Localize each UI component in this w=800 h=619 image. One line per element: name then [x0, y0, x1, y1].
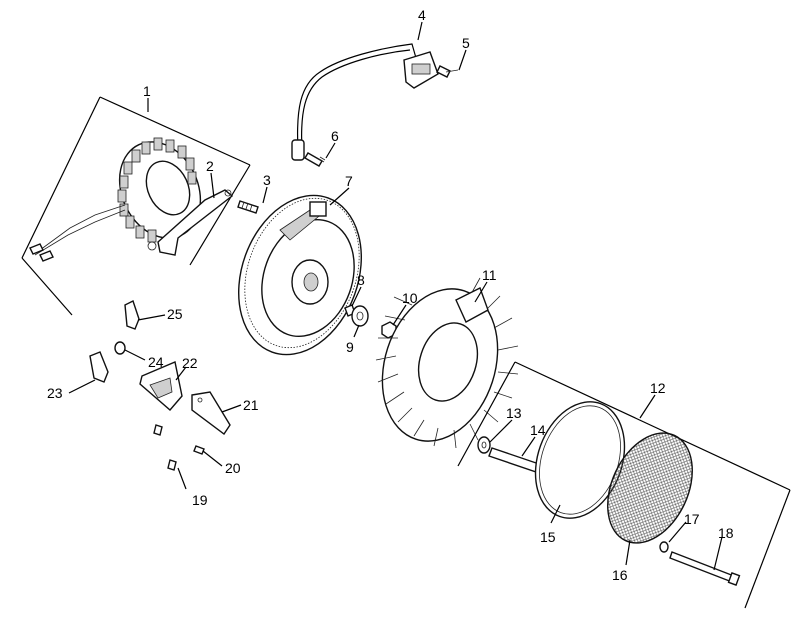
washer-9-part [351, 305, 369, 327]
callout-18: 18 [718, 525, 734, 541]
callout-13: 13 [506, 405, 522, 421]
screw-6-part [304, 152, 326, 167]
callout-6: 6 [331, 128, 339, 144]
stator-group-frame [21, 96, 251, 316]
leader-lines [68, 21, 723, 571]
callout-16: 16 [612, 567, 628, 583]
screw-3-part [237, 200, 259, 214]
callout-8: 8 [357, 272, 365, 288]
callout-4: 4 [418, 7, 426, 23]
callout-7: 7 [345, 173, 353, 189]
fan-part [375, 277, 519, 449]
callout-14: 14 [530, 422, 546, 438]
screw-5-part [436, 65, 459, 78]
bracket-23-part [89, 351, 109, 383]
flywheel-part [238, 194, 362, 356]
callout-12: 12 [650, 380, 666, 396]
callout-19: 19 [192, 492, 208, 508]
screen-16-part [607, 432, 693, 544]
callout-23: 23 [47, 385, 63, 401]
washer-24-part [114, 341, 126, 355]
callout-1: 1 [143, 83, 151, 99]
callout-25: 25 [167, 306, 183, 322]
callout-22: 22 [182, 355, 198, 371]
callout-2: 2 [206, 158, 214, 174]
washer-13-part [477, 436, 491, 454]
callout-20: 20 [225, 460, 241, 476]
washer-17-part [659, 541, 669, 553]
ignition-lead-part [291, 43, 439, 161]
screen-group-frame [457, 361, 791, 609]
arm-21-part [191, 391, 231, 436]
stator-part [29, 137, 202, 262]
callout-3: 3 [263, 172, 271, 188]
callout-11: 11 [482, 267, 497, 283]
callout-5: 5 [462, 35, 470, 51]
bolt-18-part [669, 551, 741, 586]
screw-19-part [153, 424, 177, 471]
callout-17: 17 [684, 511, 700, 527]
bracket-25-part [124, 300, 140, 330]
screw-20-part [193, 445, 205, 455]
callout-labels: 1 2 3 4 5 6 7 8 9 10 11 12 13 14 15 16 1… [47, 7, 734, 583]
bracket-part [147, 189, 234, 256]
callout-24: 24 [148, 354, 164, 370]
callout-15: 15 [540, 529, 556, 545]
callout-21: 21 [243, 397, 259, 413]
plate-22-part [139, 361, 183, 411]
callout-10: 10 [402, 290, 418, 306]
callout-9: 9 [346, 339, 354, 355]
